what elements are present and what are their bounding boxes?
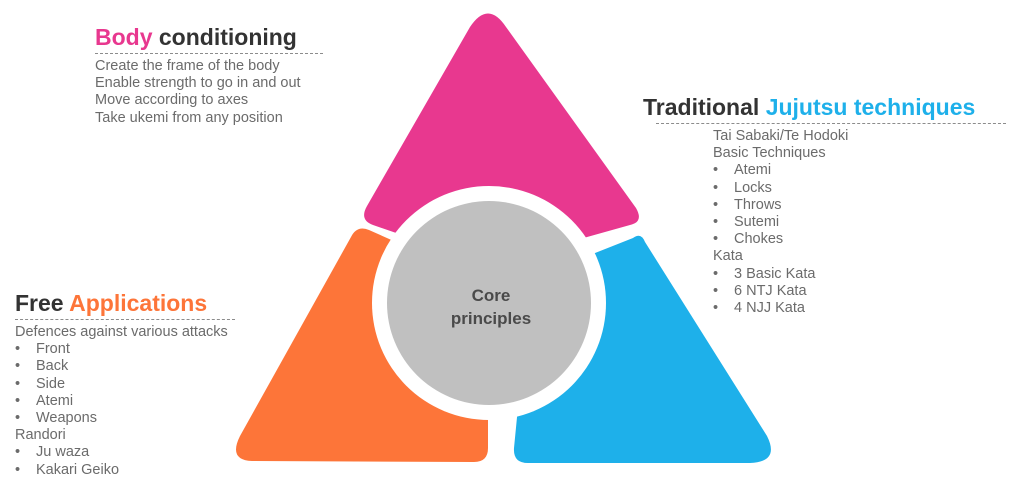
heading-accent: Jujutsu techniques — [765, 94, 976, 120]
body-conditioning-block: Body conditioning Create the frame of th… — [95, 22, 323, 127]
segment-free-applications — [236, 228, 488, 462]
list-item: Randori — [15, 427, 66, 444]
free-applications-block: Free Applications Defences against vario… — [15, 288, 235, 479]
list-item: Weapons — [15, 410, 235, 427]
list-item: Kata — [713, 248, 743, 265]
list-item: Tai Sabaki/Te Hodoki — [713, 128, 849, 144]
list-item: Take ukemi from any position — [95, 109, 283, 126]
segment-traditional-techniques — [513, 235, 771, 463]
center-label-line-1: Core — [472, 286, 511, 305]
list-item: Kakari Geiko — [15, 462, 235, 479]
body-conditioning-heading: Body conditioning — [95, 22, 323, 52]
heading-text: conditioning — [152, 24, 297, 50]
list-item: 4 NJJ Kata — [713, 300, 1006, 317]
list-item: 3 Basic Kata — [713, 266, 1006, 283]
list-item: Sutemi — [713, 214, 1006, 231]
heading-divider — [15, 319, 235, 320]
list-item: Basic Techniques — [713, 145, 826, 162]
list-item: Side — [15, 376, 235, 393]
list-item: Move according to axes — [95, 92, 249, 109]
traditional-techniques-list: Tai Sabaki/Te Hodoki Basic Techniques At… — [713, 128, 1006, 317]
heading-text: Traditional — [643, 94, 766, 120]
free-applications-list: Defences against various attacks Front B… — [15, 324, 235, 479]
traditional-techniques-heading: Traditional Jujutsu techniques — [643, 92, 1006, 122]
list-item: 6 NTJ Kata — [713, 283, 1006, 300]
center-circle — [387, 201, 591, 405]
list-item: Front — [15, 341, 235, 358]
list-item: Enable strength to go in and out — [95, 75, 301, 92]
center-label-line-2: principles — [451, 309, 531, 328]
list-item: Atemi — [15, 393, 235, 410]
list-item: Chokes — [713, 231, 1006, 248]
heading-text: Free — [15, 290, 70, 316]
list-item: Locks — [713, 180, 1006, 197]
list-item: Throws — [713, 197, 1006, 214]
list-item: Atemi — [713, 162, 1006, 179]
list-item: Defences against various attacks — [15, 324, 228, 340]
list-item: Create the frame of the body — [95, 58, 280, 74]
heading-accent: Applications — [69, 290, 208, 316]
free-applications-heading: Free Applications — [15, 288, 235, 318]
heading-accent: Body — [95, 24, 153, 50]
heading-divider — [95, 53, 323, 54]
list-item: Back — [15, 358, 235, 375]
segment-body-conditioning — [364, 13, 639, 239]
traditional-techniques-block: Traditional Jujutsu techniques Tai Sabak… — [643, 92, 1006, 317]
body-conditioning-list: Create the frame of the body Enable stre… — [95, 58, 323, 127]
list-item: Ju waza — [15, 444, 235, 461]
heading-divider — [656, 123, 1006, 124]
